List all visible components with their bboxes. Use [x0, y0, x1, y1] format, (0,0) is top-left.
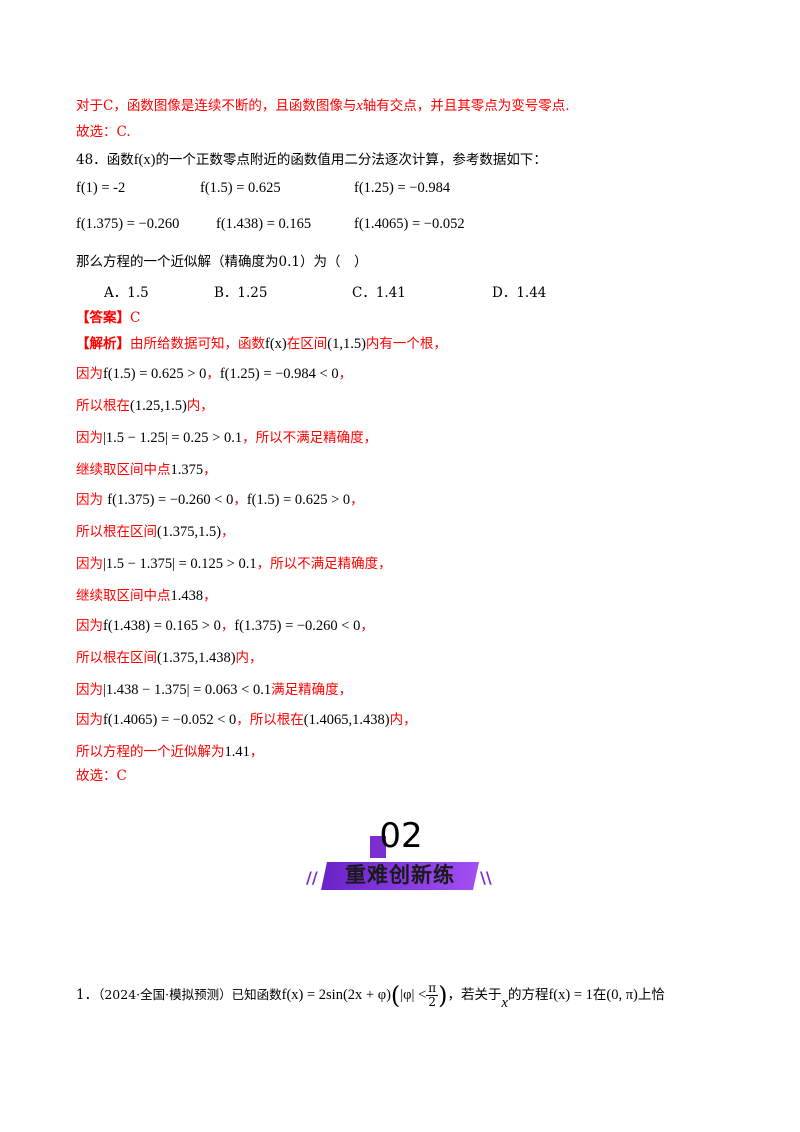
question-48-stem: 48．函数f(x)的一个正数零点附近的函数值用二分法逐次计算，参考数据如下： [76, 152, 547, 168]
analysis-step: 所以根在区间(1.375,1.438)内， [76, 650, 263, 666]
question-1-stem: 1．（2024·全国·模拟预测）已知函数f(x) = 2sin(2x + φ)(… [76, 981, 665, 1012]
data-cell: f(1.438) = 0.165 [216, 216, 312, 232]
prev-answer: 故选：C. [76, 124, 131, 140]
final-answer: 故选：C [76, 768, 127, 784]
data-cell: f(1.5) = 0.625 [200, 180, 281, 196]
data-cell: f(1.375) = −0.260 [76, 216, 180, 232]
analysis-step: 【解析】由所给数据可知，函数f(x)在区间(1,1.5)内有一个根， [76, 336, 447, 352]
answer-line: 【答案】C [76, 310, 141, 326]
section-badge: 02 // 重难创新练 \\ [300, 812, 500, 892]
decor-slash-right: \\ [480, 868, 492, 887]
option-a: A．1.5 [104, 285, 149, 301]
analysis-step: 因为|1.5 − 1.375| = 0.125 > 0.1，所以不满足精确度， [76, 556, 392, 572]
prev-option-c-explanation: 对于C，函数图像是连续不断的，且函数图像与x轴有交点，并且其零点为变号零点. [76, 98, 570, 114]
option-c: C．1.41 [352, 285, 406, 301]
data-cell: f(1.4065) = −0.052 [354, 216, 465, 232]
section-number: 02 [379, 816, 423, 856]
analysis-step: 因为f(1.5) = 0.625 > 0，f(1.25) = −0.984 < … [76, 366, 353, 382]
analysis-step: 因为|1.438 − 1.375| = 0.063 < 0.1满足精确度， [76, 682, 353, 698]
analysis-step: 所以根在区间(1.375,1.5)， [76, 524, 235, 540]
data-cell: f(1) = -2 [76, 180, 126, 196]
analysis-step: 所以方程的一个近似解为1.41， [76, 744, 264, 760]
section-title: 重难创新练 [345, 863, 455, 887]
analysis-step: 继续取区间中点1.438， [76, 588, 217, 604]
badge-accent-bar [370, 836, 386, 858]
option-b: B．1.25 [214, 285, 268, 301]
analysis-step: 因为|1.5 − 1.25| = 0.25 > 0.1，所以不满足精确度， [76, 430, 378, 446]
data-cell: f(1.25) = −0.984 [354, 180, 451, 196]
option-d: D．1.44 [492, 285, 547, 301]
analysis-step: 因为f(1.4065) = −0.052 < 0，所以根在(1.4065,1.4… [76, 712, 417, 728]
analysis-step: 因为 f(1.375) = −0.260 < 0，f(1.5) = 0.625 … [76, 492, 364, 508]
analysis-step: 因为f(1.438) = 0.165 > 0，f(1.375) = −0.260… [76, 618, 374, 634]
decor-slash-left: // [306, 868, 318, 887]
analysis-step: 所以根在(1.25,1.5)内， [76, 398, 214, 414]
analysis-step: 继续取区间中点1.375， [76, 462, 217, 478]
question-48-ask: 那么方程的一个近似解（精确度为0.1）为（ ） [76, 254, 368, 270]
